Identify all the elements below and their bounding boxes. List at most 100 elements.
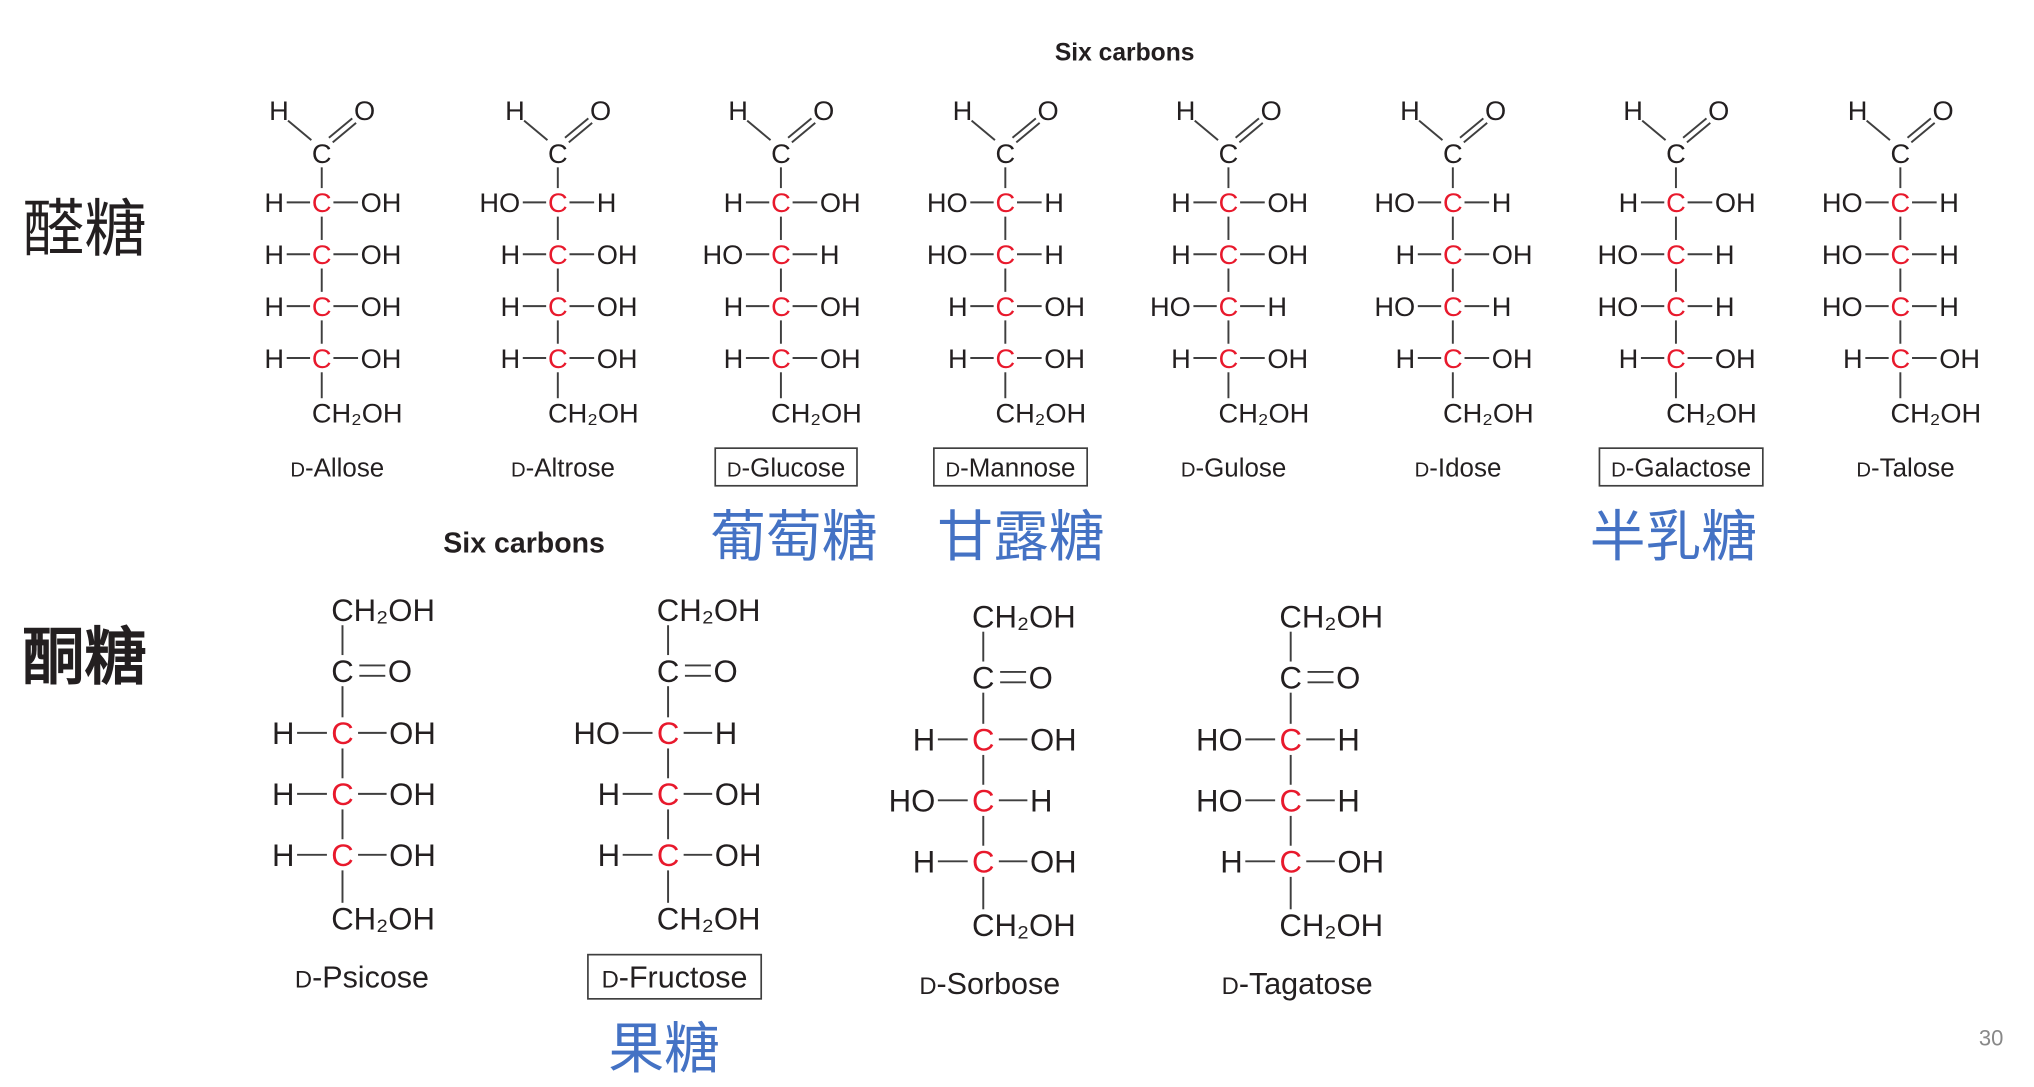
name-rest: -Glucose [742,454,846,482]
left-substituent: H [598,838,620,873]
name-prefix: D [946,459,961,481]
name-box [933,447,1089,487]
terminal-ch2oh-group: CH₂OH [1219,397,1310,428]
right-substituent: H [1030,784,1052,819]
left-substituent: HO [889,784,936,819]
chinese-common-name: 葡萄糖 [710,505,877,570]
right-substituent: OH [361,187,402,218]
bond-line [1641,119,1667,141]
aldehyde-oxygen: O [1038,95,1059,126]
left-substituent: H [913,723,935,758]
sugar-name: D-Idose [1415,454,1502,482]
stereocenter-carbon: C [1666,239,1686,270]
left-substituent: H [272,716,294,751]
left-substituent: HO [1196,723,1243,758]
right-substituent: OH [1939,343,1980,374]
sugar-name: D-Tagatose [1222,967,1373,1001]
double-bond-line [1238,122,1264,144]
stereocenter-carbon: C [312,291,332,322]
name-rest: -Tagatose [1239,967,1373,1001]
name-prefix: D [919,973,936,1000]
aldehyde-carbon: C [771,138,791,169]
right-substituent: OH [715,777,762,812]
double-bond-line [787,117,813,139]
stereocenter-carbon: C [1219,343,1239,374]
right-substituent: OH [1267,343,1308,374]
stereocenter-carbon: C [331,716,353,751]
terminal-ch2oh-group: CH₂OH [972,908,1076,943]
stereocenter-carbon: C [771,291,791,322]
left-substituent: H [501,343,521,374]
right-substituent: OH [389,716,436,751]
stereocenter-carbon: C [312,239,332,270]
right-substituent: OH [1337,845,1384,880]
ketone-oxygen: O [1029,660,1053,695]
double-bond-line [1910,122,1936,144]
sugar-name: D-Gulose [1181,454,1286,482]
top-ch2oh-group: CH₂OH [331,593,435,628]
terminal-ch2oh-group: CH₂OH [995,397,1086,428]
top-ch2oh-group: CH₂OH [972,599,1076,634]
double-bond-line [1011,117,1037,139]
name-prefix: D [1181,459,1196,481]
right-substituent: H [1044,187,1064,218]
name-rest: -Talose [1871,454,1955,482]
right-substituent: OH [361,239,402,270]
right-substituent: OH [1715,343,1756,374]
aldehyde-oxygen: O [1708,95,1729,126]
double-bond-line [791,122,816,144]
terminal-ch2oh-group: CH₂OH [1279,908,1383,943]
aldehyde-hydrogen: H [1400,95,1420,126]
name-prefix: D [1222,973,1239,1000]
right-substituent: H [820,239,840,270]
right-substituent: OH [1030,845,1077,880]
stereocenter-carbon: C [1666,343,1686,374]
right-substituent: H [1939,291,1959,322]
stereocenter-carbon: C [1443,291,1463,322]
ketose-section-heading: Six carbons [443,528,605,560]
stereocenter-carbon: C [771,343,791,374]
bond-line [1866,119,1891,141]
sugar-name: D-Talose [1856,454,1954,482]
name-prefix: D [511,459,526,481]
name-box [587,953,763,1000]
right-substituent: H [1267,291,1287,322]
stereocenter-carbon: C [1443,239,1463,270]
name-rest: -Fructose [619,961,748,995]
right-substituent: OH [389,838,436,873]
ketone-oxygen: O [388,654,412,689]
right-substituent: H [1492,187,1512,218]
left-substituent: H [272,838,294,873]
right-substituent: H [1044,239,1064,270]
stereocenter-carbon: C [1279,845,1301,880]
left-substituent: H [724,291,744,322]
left-substituent: H [948,291,968,322]
stereocenter-carbon: C [771,187,791,218]
right-substituent: OH [1267,187,1308,218]
right-substituent: OH [597,291,638,322]
sugar-name: D-Galactose [1611,454,1751,482]
aldehyde-carbon: C [1219,138,1239,169]
stereocenter-carbon: C [995,343,1015,374]
aldehyde-oxygen: O [813,95,834,126]
name-prefix: D [290,459,305,481]
stereocenter-carbon: C [1219,187,1239,218]
stereocenter-carbon: C [1666,187,1686,218]
left-substituent: HO [927,239,968,270]
right-substituent: H [715,716,737,751]
right-substituent: OH [361,343,402,374]
ketone-carbon: C [1279,660,1301,695]
bond-line [970,119,996,141]
double-bond-line [564,117,589,139]
terminal-ch2oh-group: CH₂OH [1443,397,1534,428]
sugar-name: D-Sorbose [919,967,1060,1001]
stereocenter-carbon: C [331,838,353,873]
